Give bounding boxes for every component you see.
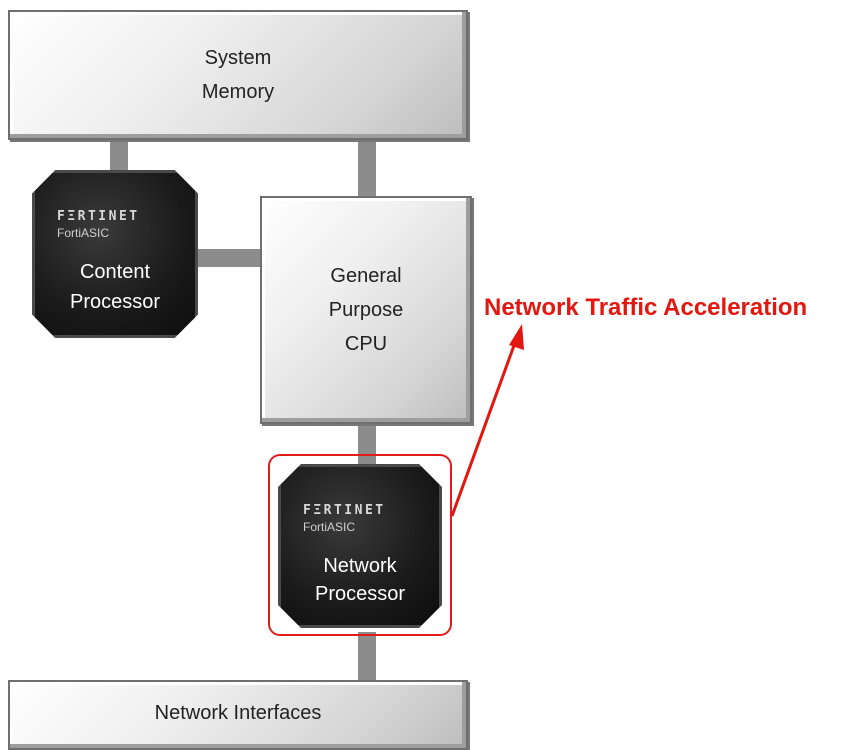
cpu-line1: General bbox=[330, 265, 402, 287]
content-processor-chip: FΞRTINET FortiASIC Content Processor bbox=[32, 170, 198, 338]
fortiasic-label: FortiASIC bbox=[57, 226, 110, 240]
network-processor-chip: FΞRTINET FortiASIC Network Processor bbox=[278, 464, 442, 628]
system-memory-line2: Memory bbox=[201, 81, 275, 103]
content-processor-line2: Processor bbox=[69, 291, 161, 313]
cpu-line3: CPU bbox=[344, 333, 388, 355]
connector-content-cpu bbox=[190, 249, 264, 267]
network-traffic-acceleration-label: Network Traffic Acceleration bbox=[484, 294, 808, 321]
cpu-line2: Purpose bbox=[328, 299, 404, 321]
cpu-box: General Purpose CPU bbox=[260, 196, 472, 424]
connector-memory-cpu bbox=[358, 138, 376, 200]
content-processor-line1: Content bbox=[79, 261, 151, 283]
network-interfaces-label: Network Interfaces bbox=[154, 702, 322, 724]
fortinet-logo: FΞRTINET bbox=[303, 503, 386, 518]
connector-memory-content bbox=[110, 138, 128, 174]
connector-cpu-network bbox=[358, 420, 376, 470]
fortinet-logo: FΞRTINET bbox=[57, 209, 140, 224]
network-processor-highlight bbox=[268, 454, 452, 636]
system-memory-line1: System bbox=[204, 47, 272, 69]
connector-network-interfaces bbox=[358, 632, 376, 682]
system-memory-box: System Memory bbox=[8, 10, 468, 140]
network-processor-line2: Processor bbox=[314, 583, 406, 605]
network-processor-line1: Network bbox=[323, 555, 397, 577]
fortiasic-label: FortiASIC bbox=[303, 520, 356, 534]
